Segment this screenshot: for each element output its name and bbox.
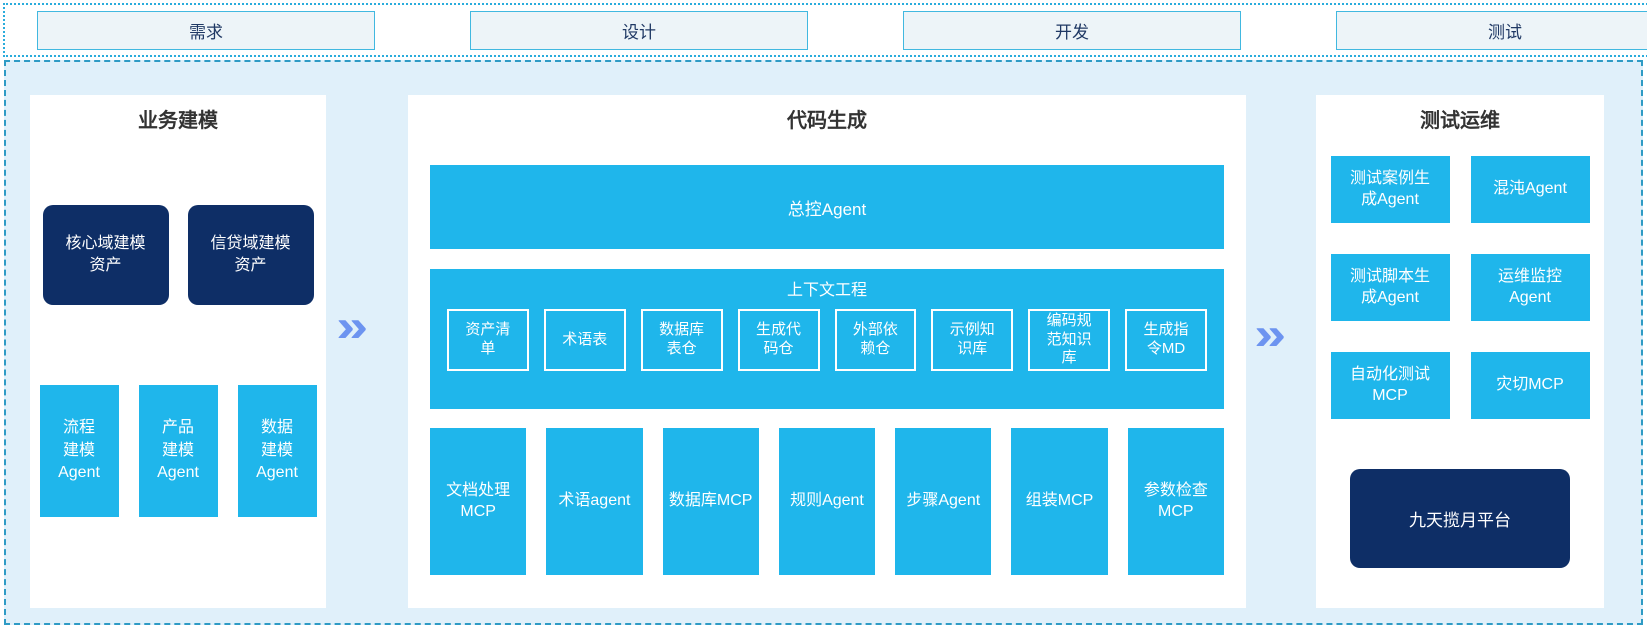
- section-title: 代码生成: [787, 110, 867, 132]
- context-item-generation-instruction-md: 生成指令MD: [1125, 309, 1207, 371]
- section-business-modeling: 业务建模 核心域建模资产 信贷域建模资产 流程建模Agent 产品建模Agent…: [30, 95, 326, 608]
- tool-box-assembly-mcp: 组装MCP: [1011, 428, 1108, 575]
- test-ops-grid: 测试案例生成Agent 混沌Agent 测试脚本生成Agent 运维监控Agen…: [1316, 156, 1604, 419]
- context-item-asset-list: 资产清单: [447, 309, 529, 371]
- context-item-external-deps-repo: 外部依赖仓: [834, 309, 917, 371]
- box-disaster-switch-mcp: 灾切MCP: [1470, 352, 1590, 419]
- asset-box-credit-domain: 信贷域建模资产: [187, 205, 314, 305]
- tool-box-doc-processing-mcp: 文档处理MCP: [430, 428, 527, 575]
- tool-box-rule-agent: 规则Agent: [778, 428, 876, 575]
- tool-box-glossary-agent: 术语agent: [546, 428, 643, 575]
- phase-box-design: 设计: [470, 10, 808, 50]
- context-item-example-knowledge-base: 示例知识库: [931, 309, 1014, 371]
- tool-box-step-agent: 步骤Agent: [895, 428, 992, 575]
- tool-row: 文档处理MCP 术语agent 数据库MCP 规则Agent 步骤Agent 组…: [430, 428, 1224, 575]
- context-engineering-title: 上下文工程: [786, 282, 867, 299]
- box-automated-test-mcp: 自动化测试MCP: [1330, 352, 1450, 419]
- phase-label: 开发: [1055, 22, 1089, 42]
- context-item-coding-standard-kb: 编码规范知识库: [1028, 309, 1111, 371]
- section-code-generation: 代码生成 总控Agent 上下文工程 资产清单 术语表 数据库表仓 生成代码仓 …: [408, 95, 1246, 608]
- asset-row: 核心域建模资产 信贷域建模资产: [30, 205, 326, 305]
- tool-box-param-check-mcp: 参数检查MCP: [1127, 428, 1224, 575]
- phase-label: 需求: [189, 22, 223, 42]
- tool-box-database-mcp: 数据库MCP: [662, 428, 759, 575]
- phase-box-development: 开发: [903, 10, 1241, 50]
- section-test-ops: 测试运维 测试案例生成Agent 混沌Agent 测试脚本生成Agent 运维监…: [1316, 95, 1604, 608]
- phase-label: 测试: [1488, 22, 1522, 42]
- context-engineering-block: 上下文工程 资产清单 术语表 数据库表仓 生成代码仓 外部依赖仓 示例知识库 编…: [430, 269, 1224, 409]
- box-chaos-agent: 混沌Agent: [1470, 156, 1590, 223]
- agent-box-process-modeling: 流程建模Agent: [39, 385, 119, 517]
- phase-box-requirements: 需求: [37, 10, 375, 50]
- section-title: 业务建模: [138, 110, 218, 132]
- phase-box-testing: 测试: [1336, 10, 1647, 50]
- phase-band: 需求 设计 开发 测试: [3, 3, 1647, 57]
- context-item-generated-code-repo: 生成代码仓: [737, 309, 820, 371]
- context-item-glossary: 术语表: [543, 309, 626, 371]
- flow-arrow-icon: »: [336, 300, 368, 351]
- box-ops-monitoring-agent: 运维监控Agent: [1470, 254, 1590, 321]
- section-title: 测试运维: [1420, 110, 1500, 132]
- platform-box-jiutian-lanyue: 九天揽月平台: [1350, 469, 1570, 568]
- modeling-agent-row: 流程建模Agent 产品建模Agent 数据建模Agent: [30, 385, 326, 517]
- flow-arrow-icon: »: [1254, 308, 1286, 359]
- phase-label: 设计: [622, 22, 656, 42]
- asset-box-core-domain: 核心域建模资产: [42, 205, 169, 305]
- box-test-script-gen-agent: 测试脚本生成Agent: [1330, 254, 1450, 321]
- context-item-db-table-repo: 数据库表仓: [640, 309, 723, 371]
- agent-box-data-modeling: 数据建模Agent: [237, 385, 317, 517]
- master-agent-bar: 总控Agent: [430, 165, 1224, 249]
- agent-box-product-modeling: 产品建模Agent: [138, 385, 218, 517]
- box-test-case-gen-agent: 测试案例生成Agent: [1330, 156, 1450, 223]
- context-item-row: 资产清单 术语表 数据库表仓 生成代码仓 外部依赖仓 示例知识库 编码规范知识库…: [447, 309, 1207, 371]
